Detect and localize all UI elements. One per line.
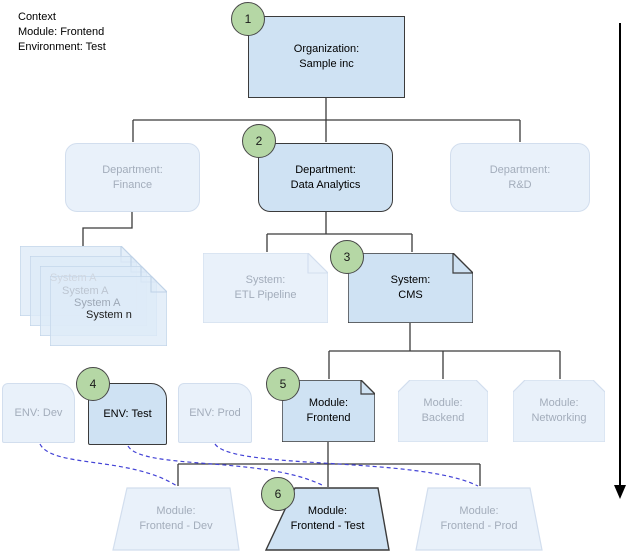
node-organization: Organization: Sample inc xyxy=(248,16,405,98)
node-module-networking-label: Module: Networking xyxy=(531,397,587,424)
node-department-data-analytics-label: Department: Data Analytics xyxy=(290,163,361,191)
node-system-cms-label: System: CMS xyxy=(390,274,431,301)
node-department-finance-label: Department: Finance xyxy=(102,163,163,191)
node-department-finance: Department: Finance xyxy=(65,143,200,212)
node-env-dev: ENV: Dev xyxy=(2,383,75,443)
step-badge-3: 3 xyxy=(330,240,364,274)
node-organization-label: Organization: Sample inc xyxy=(293,43,360,70)
context-module-line: Module: Frontend xyxy=(18,26,105,38)
context-title: Context xyxy=(18,11,56,23)
node-module-frontend-dev: Module: Frontend - Dev xyxy=(112,487,240,551)
node-department-rd-label: Department: R&D xyxy=(489,163,551,191)
node-module-frontend-dev-label: Module: Frontend - Dev xyxy=(139,505,213,532)
node-env-prod-label: ENV: Prod xyxy=(189,406,241,419)
node-module-backend: Module: Backend xyxy=(398,380,488,442)
step-badge-1: 1 xyxy=(231,2,265,36)
node-system-etl-label: System: ETL Pipeline xyxy=(234,274,297,301)
context-environment-line: Environment: Test xyxy=(18,41,106,53)
node-module-frontend-label: Module: Frontend xyxy=(306,397,351,424)
node-module-backend-label: Module: Backend xyxy=(421,397,465,424)
finance-to-systems-connector xyxy=(82,212,133,246)
node-module-frontend: Module: Frontend xyxy=(282,380,375,442)
node-env-dev-label: ENV: Dev xyxy=(14,406,63,419)
step-badge-6: 6 xyxy=(261,477,295,511)
node-department-data-analytics: Department: Data Analytics xyxy=(258,143,393,212)
system-stack-label-3: System A xyxy=(74,297,121,309)
system-stack-label-4: System n xyxy=(86,309,132,321)
node-module-networking: Module: Networking xyxy=(513,380,605,442)
node-env-prod: ENV: Prod xyxy=(178,383,252,443)
step-badge-2: 2 xyxy=(242,124,276,158)
node-env-test-label: ENV: Test xyxy=(103,407,152,420)
node-module-frontend-prod: Module: Frontend - Prod xyxy=(415,487,543,551)
node-module-frontend-prod-label: Module: Frontend - Prod xyxy=(440,505,518,532)
env-prod-dashed-link xyxy=(214,443,479,487)
system-stack-label-2: System A xyxy=(62,285,109,297)
org-to-departments-connector xyxy=(132,98,521,142)
env-test-dashed-link xyxy=(127,445,323,486)
node-module-frontend-test-label: Module: Frontend - Test xyxy=(290,505,365,532)
node-module-frontend-test: Module: Frontend - Test xyxy=(265,487,390,551)
node-department-rd: Department: R&D xyxy=(450,143,590,212)
node-system-etl-pipeline: System: ETL Pipeline xyxy=(203,253,328,323)
context-note: Context Module: Frontend Environment: Te… xyxy=(18,10,106,55)
frontend-to-deployments-connector xyxy=(177,442,481,487)
step-badge-4: 4 xyxy=(76,367,110,401)
step-badge-5: 5 xyxy=(266,367,300,401)
system-stack-label-1: System A xyxy=(50,272,97,284)
env-dev-dashed-link xyxy=(39,443,178,487)
timeline-down-arrow xyxy=(614,23,626,499)
node-system-cms: System: CMS xyxy=(348,253,473,323)
cms-to-modules-connector xyxy=(328,323,561,379)
